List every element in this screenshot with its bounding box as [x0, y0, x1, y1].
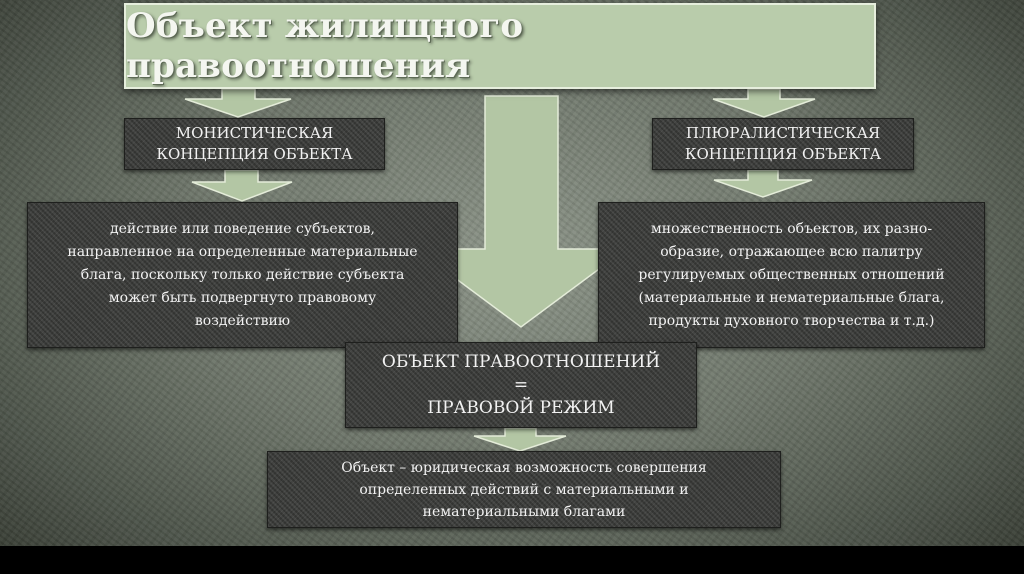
- monistic-concept-box: МОНИСТИЧЕСКАЯ КОНЦЕПЦИЯ ОБЪЕКТА: [124, 118, 385, 170]
- center-to-bottom-arrow: [473, 427, 567, 452]
- title-to-monistic-arrow: [184, 88, 292, 118]
- pluralistic-description-text: множественность объектов, их разно- обра…: [638, 220, 945, 329]
- monistic-concept-label: МОНИСТИЧЕСКАЯ КОНЦЕПЦИЯ ОБЪЕКТА: [156, 124, 353, 163]
- pluralistic-concept-label: ПЛЮРАЛИСТИЧЕСКАЯ КОНЦЕПЦИЯ ОБЪЕКТА: [684, 124, 882, 163]
- page-title: Объект жилищного правоотношения: [126, 6, 524, 86]
- monistic-description-box: действие или поведение субъектов, направ…: [27, 202, 458, 348]
- object-definition-box: Объект – юридическая возможность соверше…: [267, 451, 781, 528]
- title-to-pluralistic-arrow: [712, 88, 816, 118]
- monistic-to-description-arrow: [191, 169, 293, 202]
- pluralistic-concept-box: ПЛЮРАЛИСТИЧЕСКАЯ КОНЦЕПЦИЯ ОБЪЕКТА: [652, 118, 914, 170]
- legal-regime-heading: ПРАВОВОЙ РЕЖИМ: [427, 397, 615, 418]
- monistic-description-text: действие или поведение субъектов, направ…: [67, 220, 418, 329]
- pluralistic-to-description-arrow: [713, 169, 813, 198]
- bottom-black-bar: [0, 546, 1024, 574]
- central-down-arrow: [413, 95, 629, 328]
- legal-object-heading: ОБЪЕКТ ПРАВООТНОШЕНИЙ: [381, 351, 661, 372]
- legal-regime-box: ОБЪЕКТ ПРАВООТНОШЕНИЙ = ПРАВОВОЙ РЕЖИМ: [345, 342, 697, 428]
- title-banner: Объект жилищного правоотношения: [124, 3, 876, 89]
- equals-sign: =: [513, 374, 529, 395]
- pluralistic-description-box: множественность объектов, их разно- обра…: [598, 202, 985, 348]
- object-definition-text: Объект – юридическая возможность соверше…: [341, 459, 707, 520]
